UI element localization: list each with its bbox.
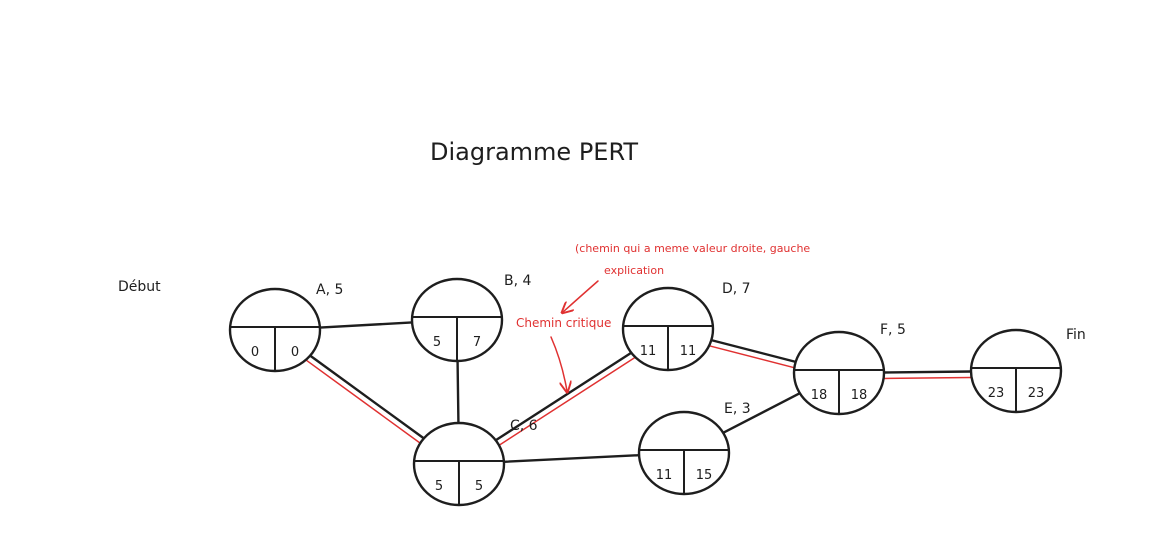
critical-edge-f-fin bbox=[883, 376, 972, 380]
node-right-value: 0 bbox=[291, 345, 299, 360]
start-label: Début bbox=[118, 279, 161, 295]
arrow-explanation-to-label bbox=[563, 280, 599, 312]
node-c: 5 5 C, 6 bbox=[412, 418, 538, 507]
edge-start-b bbox=[318, 321, 414, 329]
node-left-value: 5 bbox=[433, 335, 441, 350]
node-right-value: 18 bbox=[851, 388, 868, 403]
node-right-value: 11 bbox=[680, 344, 697, 359]
node-left-value: 23 bbox=[988, 386, 1005, 401]
explanation-heading: explication bbox=[604, 264, 664, 277]
node-right-value: 5 bbox=[475, 479, 483, 494]
node-left-value: 18 bbox=[811, 388, 828, 403]
node-right-value: 15 bbox=[696, 468, 713, 483]
edge-c-d bbox=[494, 351, 633, 442]
edge-e-f bbox=[721, 392, 802, 434]
node-right-value: 7 bbox=[473, 335, 481, 350]
node-label: F, 5 bbox=[880, 322, 906, 338]
node-label: B, 4 bbox=[504, 273, 532, 289]
node-label: C, 6 bbox=[510, 418, 538, 434]
edge-d-f bbox=[710, 338, 797, 364]
critical-edge-c-d bbox=[498, 357, 636, 447]
critical-edge-d-f bbox=[709, 345, 795, 369]
node-left-value: 11 bbox=[640, 344, 657, 359]
edge-start-c bbox=[308, 354, 426, 440]
edge-c-e bbox=[502, 453, 641, 464]
node-label: Fin bbox=[1066, 327, 1086, 343]
page-title: Diagramme PERT bbox=[430, 138, 638, 166]
arrow-label-to-critical-edge bbox=[550, 336, 567, 391]
critical-edge-start-c bbox=[305, 359, 422, 445]
node-e: 11 15 E, 3 bbox=[637, 401, 751, 496]
node-d: 11 11 D, 7 bbox=[621, 281, 751, 372]
node-left-value: 0 bbox=[251, 345, 259, 360]
edges-layer bbox=[305, 321, 973, 464]
edge-f-fin bbox=[882, 370, 973, 374]
node-label: A, 5 bbox=[316, 282, 343, 298]
node-right-value: 23 bbox=[1028, 386, 1045, 401]
node-start: 0 0 A, 5 bbox=[228, 282, 343, 373]
node-left-value: 11 bbox=[656, 468, 673, 483]
node-left-value: 5 bbox=[435, 479, 443, 494]
node-fin: 23 23 Fin bbox=[969, 327, 1086, 414]
nodes-layer: 0 0 A, 5 5 7 B, 4 5 5 C, 6 11 11 D, 7 11 15 E, 3 18 18 F,… bbox=[228, 273, 1086, 507]
edge-b-c bbox=[456, 359, 460, 425]
node-label: D, 7 bbox=[722, 281, 751, 297]
node-b: 5 7 B, 4 bbox=[410, 273, 532, 363]
critical-path-label: Chemin critique bbox=[516, 316, 611, 330]
annotations: (chemin qui a meme valeur droite, gauche… bbox=[516, 242, 810, 391]
node-label: E, 3 bbox=[724, 401, 751, 417]
node-f: 18 18 F, 5 bbox=[792, 322, 906, 416]
explanation-text: (chemin qui a meme valeur droite, gauche bbox=[575, 242, 810, 255]
